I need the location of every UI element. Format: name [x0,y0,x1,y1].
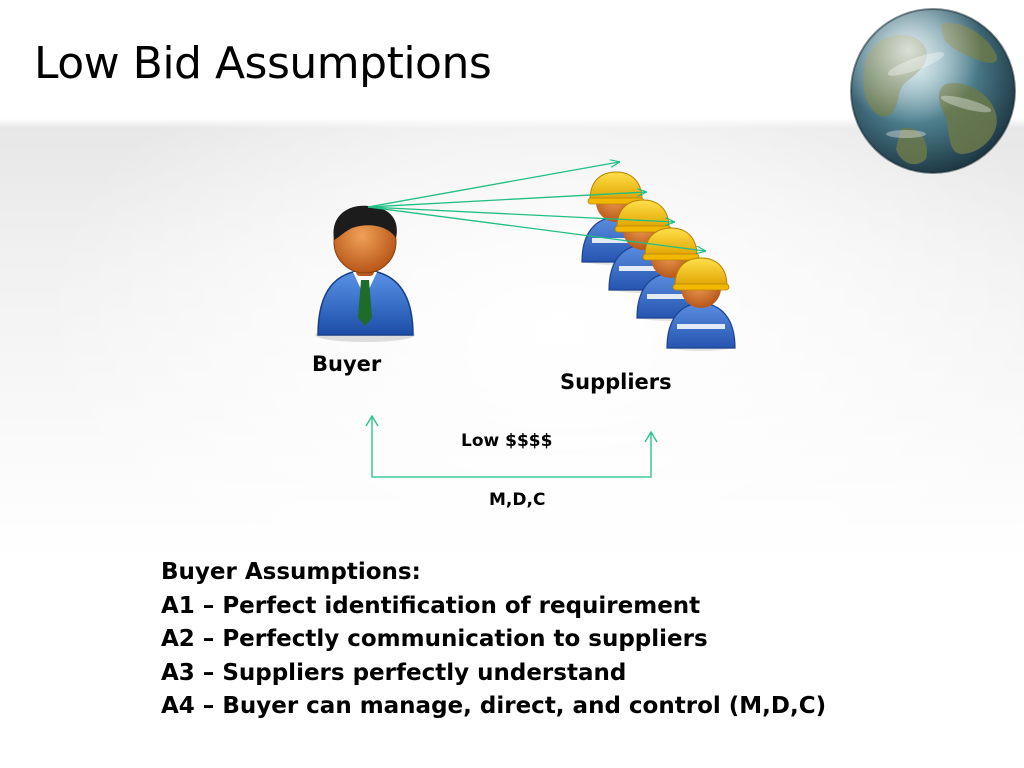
assumption-item: A1 – Perfect identification of requireme… [161,592,701,619]
arrow-to-supplier-1 [367,162,619,208]
buyer-label: Buyer [312,352,382,376]
buyer-figure-icon [315,205,415,342]
assumption-item: A3 – Suppliers perfectly understand [161,659,627,686]
flow-loop-connector [365,414,658,478]
arrow-to-supplier-2 [367,192,646,208]
arrow-to-supplier-4 [367,206,705,251]
globe-icon [850,8,1016,174]
assumptions-heading: Buyer Assumptions: [161,559,421,585]
flow-arrowhead-right [644,430,658,443]
buyer-assumptions-list: Buyer Assumptions: A1 – Perfect identifi… [161,556,826,724]
buyer-to-suppliers-arrows [367,162,705,251]
flow-arrowhead-left [365,414,379,427]
assumption-item: A4 – Buyer can manage, direct, and contr… [161,693,827,719]
arrow-to-supplier-3 [367,206,674,222]
suppliers-label: Suppliers [560,370,672,394]
mdc-label: M,D,C [489,490,546,510]
low-price-label: Low $$$$ [461,431,553,451]
slide-title: Low Bid Assumptions [34,38,492,89]
assumption-item: A2 – Perfectly communication to supplier… [161,626,708,652]
suppliers-figure-icon [581,171,736,351]
supplier-worker-icon [666,257,736,351]
flow-loop-line [371,418,652,478]
